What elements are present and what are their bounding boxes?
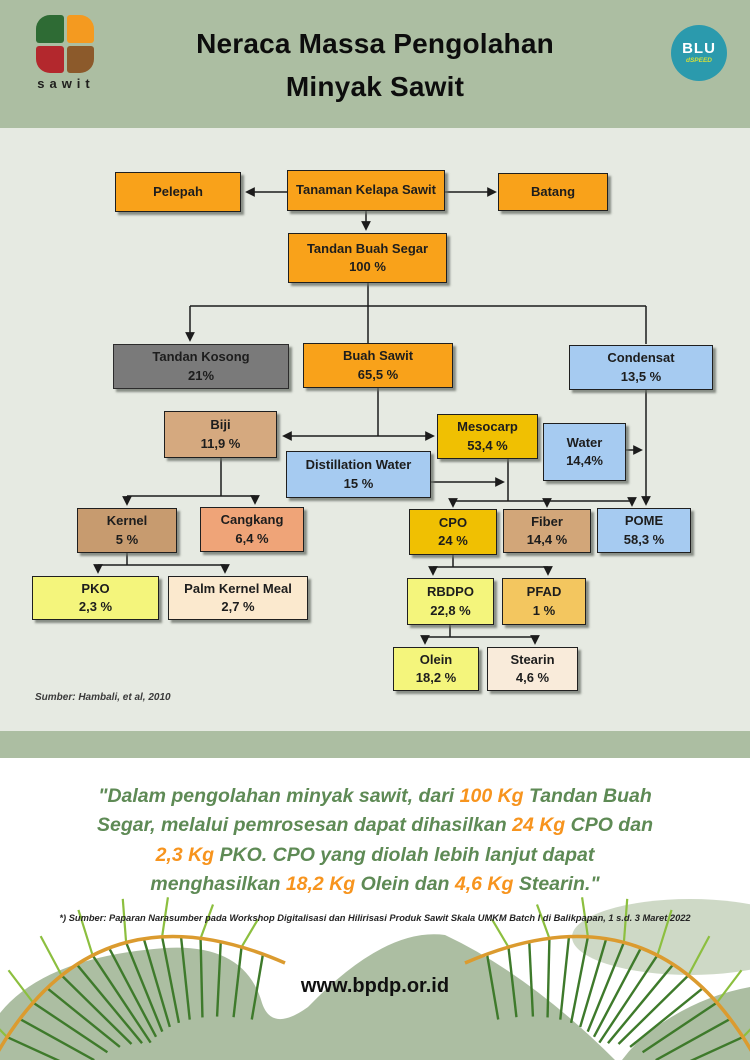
node-pelepah: Pelepah	[115, 172, 241, 212]
blu-logo-subtext: dSPEED	[685, 57, 712, 65]
website-url: www.bpdp.or.id	[300, 975, 450, 997]
footer-decoration	[0, 897, 750, 1060]
node-batang: Batang	[498, 173, 608, 211]
page-title: Neraca Massa Pengolahan Minyak Sawit	[0, 22, 750, 109]
blu-logo-text: BLU	[682, 40, 716, 58]
sawit-logo-brown-square	[66, 45, 94, 73]
quote-text: "Dalam pengolahan minyak sawit, dari 100…	[97, 785, 653, 895]
page-title-line1: Neraca Massa Pengolahan	[196, 28, 554, 59]
sawit-logo-orange-square	[66, 15, 94, 43]
source-note: Sumber: Hambali, et al, 2010	[35, 692, 171, 703]
sawit-logo-green-square	[36, 15, 64, 43]
page-title-line2: Minyak Sawit	[285, 71, 465, 103]
divider-band	[0, 731, 750, 758]
palm-frond-right-icon	[464, 897, 750, 1060]
sage-hills	[0, 934, 615, 1060]
flow-connectors	[93, 187, 651, 645]
node-tanaman-kelapa-sawit: Tanaman Kelapa Sawit	[287, 170, 445, 211]
blu-logo-icon: BLU dSPEED	[671, 25, 727, 81]
palm-frond-left-icon	[0, 897, 286, 1060]
header-band	[0, 0, 750, 128]
footnote: *) Sumber: Paparan Narasumber pada Works…	[59, 913, 691, 923]
sawit-logo-text: sawit	[37, 76, 95, 91]
sage-blob	[572, 899, 750, 975]
sawit-logo-red-square	[36, 45, 64, 73]
sawit-logo-icon	[36, 15, 94, 73]
